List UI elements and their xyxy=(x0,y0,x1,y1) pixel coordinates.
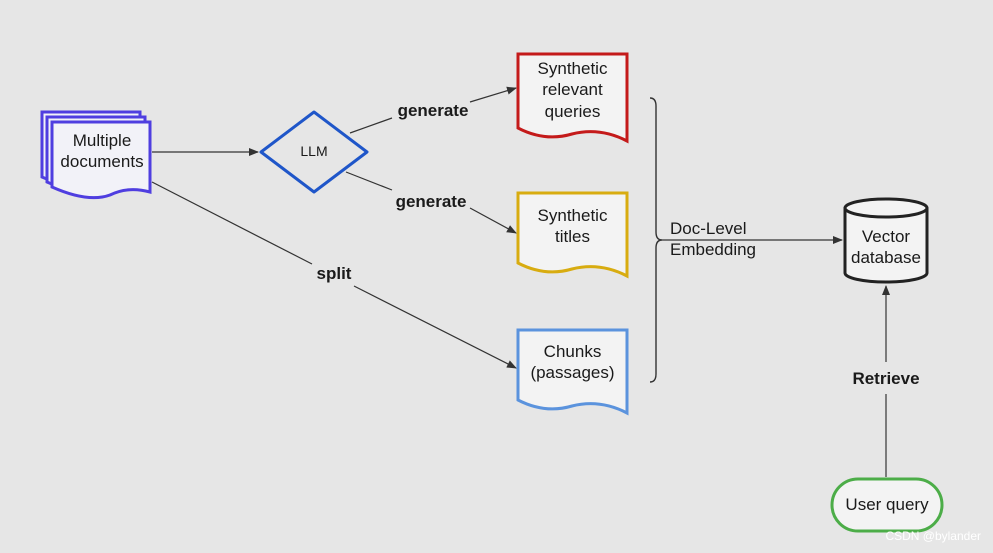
titles-label: Synthetic titles xyxy=(537,206,608,247)
titles-node-shape xyxy=(516,191,629,279)
vectordb-label: Vector database xyxy=(851,227,921,268)
edge-docs-to-split xyxy=(151,181,313,265)
edge-split-to-chunks xyxy=(353,285,517,369)
chunks-label: Chunks (passages) xyxy=(530,342,615,383)
embedding-label: Doc-Level Embedding xyxy=(670,219,757,260)
queries-node-shape xyxy=(516,52,629,144)
llm-label: LLM xyxy=(300,143,328,159)
edge-llm-to-queries xyxy=(349,117,393,134)
embedding-brace xyxy=(649,97,663,383)
documents-node-shape xyxy=(40,110,152,200)
userquery-node-shape xyxy=(830,477,944,533)
retrieve-label: Retrieve xyxy=(852,369,920,388)
chunks-node-shape xyxy=(516,328,629,416)
edge-llm-to-titles-head xyxy=(469,207,517,234)
edge-llm-to-titles xyxy=(345,171,393,191)
watermark: CSDN @bylander xyxy=(885,529,981,543)
generate-titles-label: generate xyxy=(395,192,467,211)
vectordb-node-shape xyxy=(843,197,929,284)
edge-llm-to-queries-head xyxy=(469,86,517,103)
queries-label: Synthetic relevant queries xyxy=(537,59,608,121)
split-label: split xyxy=(316,264,352,283)
documents-label: Multiple documents xyxy=(60,131,144,172)
userquery-label: User query xyxy=(845,495,929,514)
llm-node-shape xyxy=(259,110,369,194)
generate-queries-label: generate xyxy=(397,101,469,120)
